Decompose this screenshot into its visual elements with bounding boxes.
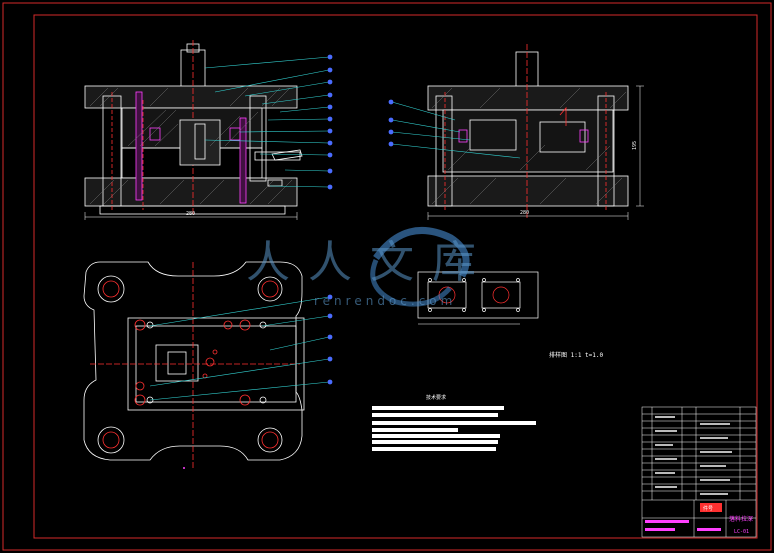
side-dimensions — [427, 85, 644, 220]
title-block-red-cell — [700, 503, 722, 512]
front-section-view — [84, 40, 303, 215]
side-height-dim: 195 — [632, 141, 638, 150]
title-block-code: LC-01 — [734, 529, 749, 535]
title-block-name: 落料拉深 — [729, 515, 753, 523]
front-hatching — [89, 87, 293, 205]
sheet-border-inner — [33, 14, 758, 539]
plan-view — [83, 261, 305, 468]
strip-layout — [417, 271, 539, 325]
tech-requirements-title: 技术要求 — [426, 394, 446, 401]
plan-screw-holes — [134, 319, 267, 406]
origin-mark — [183, 467, 185, 469]
side-balloons — [388, 99, 394, 147]
strip-layout-label: 排样图 1:1 t=1.0 — [549, 351, 604, 359]
side-leader-lines — [391, 101, 521, 159]
side-width-dim: 280 — [520, 210, 529, 216]
title-block — [641, 406, 757, 538]
title-block-signatures — [645, 520, 721, 531]
front-width-dim: 280 — [186, 211, 195, 217]
title-block-entries — [655, 416, 732, 495]
tech-requirements-text — [372, 406, 536, 451]
plan-guide-holes — [97, 275, 283, 454]
side-hatching — [431, 87, 627, 205]
side-section-view — [427, 44, 629, 218]
plan-leader-lines — [149, 296, 330, 401]
front-leader-lines — [204, 56, 330, 188]
front-balloons — [327, 54, 333, 190]
front-dimension — [84, 212, 298, 220]
title-block-part-no: 件号 — [703, 505, 713, 512]
plan-balloons — [327, 294, 333, 385]
